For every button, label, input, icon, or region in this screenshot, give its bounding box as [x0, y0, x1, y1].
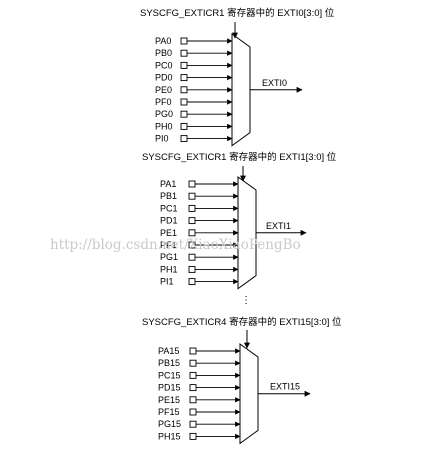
input-pin-label: PC15	[158, 370, 181, 380]
input-pin-label: PB0	[155, 48, 172, 58]
input-pin-label: PA1	[160, 179, 176, 189]
input-pin-label: PE0	[155, 85, 172, 95]
input-pin-label: PE15	[158, 395, 180, 405]
input-pin-label: PB1	[160, 191, 177, 201]
watermark-text: http://blog.csdn.net/XiaoXiaoPengBo	[50, 237, 301, 253]
input-pin-box	[189, 408, 197, 416]
input-pin-box	[189, 384, 197, 392]
mux-body	[231, 33, 251, 147]
input-pin-box	[188, 278, 196, 286]
input-pin-label: PE1	[160, 228, 177, 238]
mux-body	[239, 343, 259, 445]
input-pin-box	[180, 135, 188, 143]
mux-body	[237, 176, 257, 290]
input-pin-label: PH0	[155, 121, 173, 131]
input-pin-label: PA15	[158, 346, 179, 356]
input-pin-box	[188, 253, 196, 261]
input-pin-box	[180, 74, 188, 82]
input-pin-label: PC1	[160, 203, 178, 213]
input-pin-label: PH15	[158, 431, 181, 441]
input-pin-box	[189, 432, 197, 440]
input-pin-box	[189, 347, 197, 355]
input-pin-label: PC0	[155, 60, 173, 70]
input-pin-label: PF15	[158, 407, 180, 417]
input-pin-box	[180, 49, 188, 57]
input-pin-box	[180, 86, 188, 94]
input-pin-label: PI1	[160, 277, 174, 287]
input-pin-box	[180, 110, 188, 118]
mux-title: SYSCFG_EXTICR4 寄存器中的 EXTI15[3:0] 位	[142, 316, 342, 328]
input-pin-box	[180, 61, 188, 69]
input-pin-label: PG1	[160, 252, 178, 262]
input-pin-box	[189, 359, 197, 367]
input-pin-label: PA0	[155, 36, 171, 46]
input-pin-box	[188, 192, 196, 200]
input-pin-label: PH1	[160, 264, 178, 274]
input-pin-label: PF0	[155, 97, 172, 107]
mux-title: SYSCFG_EXTICR1 寄存器中的 EXTI0[3:0] 位	[140, 7, 335, 19]
input-pin-box	[189, 371, 197, 379]
input-pin-label: PD15	[158, 383, 181, 393]
input-pin-box	[188, 204, 196, 212]
input-pin-box	[188, 265, 196, 273]
input-pin-label: PG15	[158, 419, 181, 429]
input-pin-label: PI0	[155, 134, 169, 144]
input-pin-box	[189, 396, 197, 404]
mux-block-exti0: SYSCFG_EXTICR1 寄存器中的 EXTI0[3:0] 位 PA0PB0P…	[140, 7, 335, 147]
input-pin-label: PG0	[155, 109, 173, 119]
input-pin-label: PD1	[160, 216, 178, 226]
mux-block-exti15: SYSCFG_EXTICR4 寄存器中的 EXTI15[3:0] 位 PA15PB…	[142, 316, 342, 445]
ellipsis-dots: ⋮	[241, 295, 251, 306]
output-label: EXTI0	[262, 78, 287, 88]
input-pin-label: PF1	[160, 240, 177, 250]
input-pin-box	[180, 98, 188, 106]
input-pin-box	[188, 229, 196, 237]
input-pin-box	[180, 122, 188, 130]
output-label: EXTI1	[266, 221, 291, 231]
input-pin-box	[180, 37, 188, 45]
input-pin-box	[188, 180, 196, 188]
input-pin-box	[189, 420, 197, 428]
mux-title: SYSCFG_EXTICR1 寄存器中的 EXTI1[3:0] 位	[142, 151, 337, 163]
input-pin-label: PD0	[155, 73, 173, 83]
input-pin-box	[188, 217, 196, 225]
input-pin-label: PB15	[158, 358, 180, 368]
output-label: EXTI15	[270, 382, 300, 392]
mux-block-exti1: SYSCFG_EXTICR1 寄存器中的 EXTI1[3:0] 位 PA1PB1P…	[142, 151, 337, 290]
